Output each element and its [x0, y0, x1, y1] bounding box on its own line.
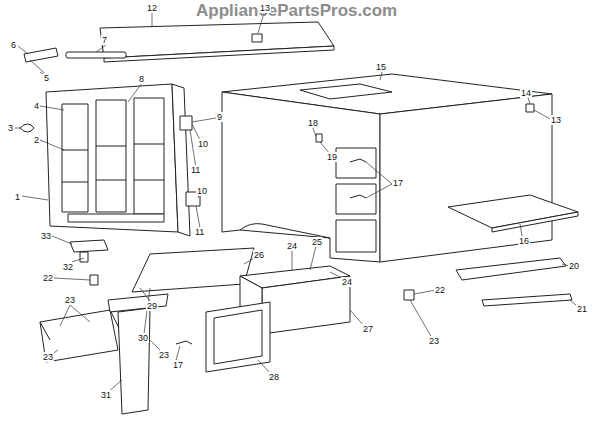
- callout-number: 23: [64, 295, 76, 305]
- callout-number: 3: [7, 123, 14, 133]
- callout-number: 4: [33, 101, 40, 111]
- callout-number: 14: [520, 88, 532, 98]
- callout-number: 23: [42, 352, 54, 362]
- callout-number: 5: [43, 73, 50, 83]
- callout-number: 27: [362, 324, 374, 334]
- callout-number: 1: [14, 192, 21, 202]
- callout-number: 24: [341, 277, 353, 287]
- callout-number: 22: [434, 285, 446, 295]
- callout-number: 16: [518, 236, 530, 246]
- callout-number: 11: [190, 165, 201, 175]
- callout-number: 17: [392, 178, 404, 188]
- callout-number: 33: [40, 231, 52, 241]
- callout-number: 24: [286, 241, 298, 251]
- callout-number: 6: [10, 40, 17, 50]
- callout-number: 10: [196, 186, 208, 196]
- callout-number: 10: [197, 139, 209, 149]
- callout-number: 12: [146, 3, 158, 13]
- callout-number: 31: [100, 390, 112, 400]
- callout-number: 18: [307, 118, 319, 128]
- callout-number: 9: [216, 112, 223, 122]
- callout-number: 28: [268, 372, 280, 382]
- callout-number: 30: [137, 333, 149, 343]
- callout-number: 25: [311, 237, 323, 247]
- callout-number: 8: [138, 74, 145, 84]
- callout-number: 32: [62, 262, 74, 272]
- callout-number: 13: [259, 3, 271, 13]
- callout-number: 2: [33, 135, 40, 145]
- callout-number: 11: [194, 227, 205, 237]
- callout-number: 21: [576, 304, 588, 314]
- callout-number: 13: [550, 115, 562, 125]
- callout-number: 15: [375, 62, 387, 72]
- callout-number: 17: [172, 360, 184, 370]
- callout-number: 29: [146, 301, 158, 311]
- callout-number: 26: [253, 250, 265, 260]
- callout-number: 23: [158, 350, 170, 360]
- callout-number: 7: [101, 35, 108, 45]
- callout-number: 22: [42, 273, 54, 283]
- callout-number: 20: [568, 261, 580, 271]
- watermark: AppliancePartsPros.com: [196, 1, 397, 21]
- callout-number: 19: [326, 152, 338, 162]
- callout-number: 23: [428, 336, 440, 346]
